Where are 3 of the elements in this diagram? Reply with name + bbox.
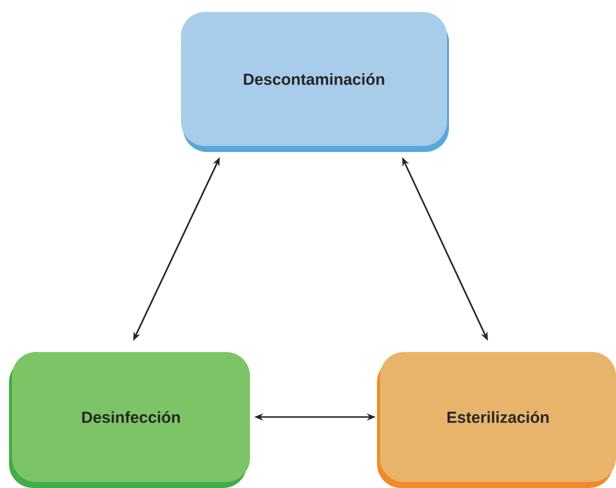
process-box: Desinfección [9,352,250,488]
process-box: Descontaminación [181,12,449,152]
process-box: Esterilización [377,352,616,488]
